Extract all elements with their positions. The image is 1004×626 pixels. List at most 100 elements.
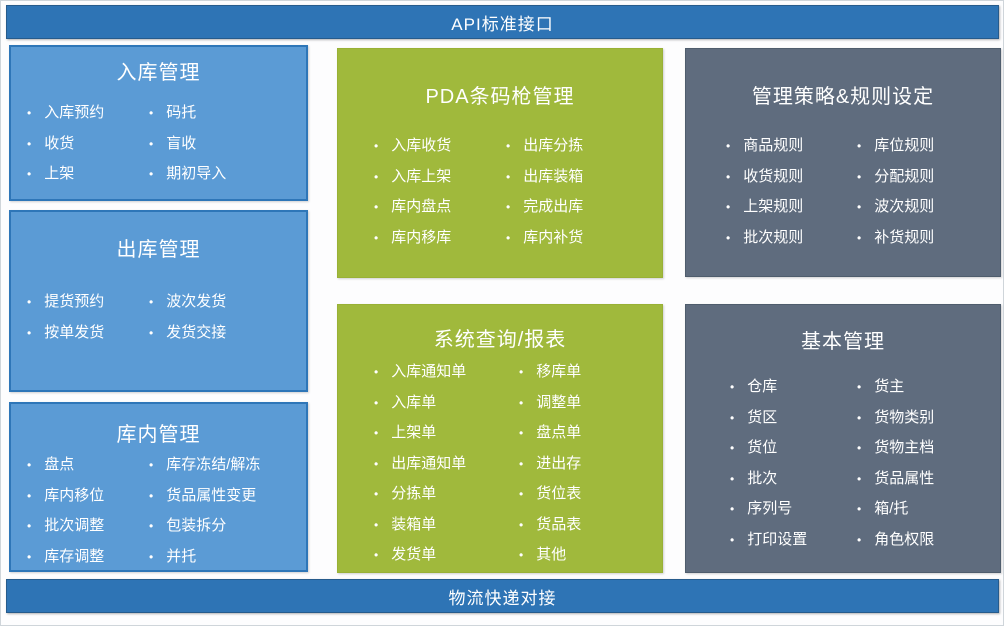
bullet-icon: • <box>149 488 154 503</box>
bullet-icon: • <box>27 519 32 533</box>
list-item: •打印设置 <box>730 525 857 556</box>
bullet-icon: • <box>519 517 524 532</box>
logistics-express-label: 物流快递对接 <box>448 588 557 608</box>
list-item: •货品表 <box>519 510 581 541</box>
bullet-icon: • <box>726 139 731 153</box>
bullet-icon: • <box>857 410 862 425</box>
list-item-label: 库内补货 <box>523 228 584 246</box>
list-item: •补货规则 <box>857 223 934 254</box>
list-item-label: 入库预约 <box>44 104 105 121</box>
list-item-label: 箱/托 <box>874 500 909 517</box>
list-item-label: 分配规则 <box>874 167 935 185</box>
list-item-label: 商品规则 <box>743 137 804 154</box>
list-item: •库内移位 <box>27 481 149 512</box>
bullet-icon: • <box>374 426 379 440</box>
bullet-icon: • <box>726 200 731 214</box>
list-item-label: 批次规则 <box>743 228 804 246</box>
bullet-icon: • <box>374 548 379 562</box>
list-item: •期初导入 <box>149 159 226 190</box>
bullet-list: •库存冻结/解冻•货品属性变更•包装拆分•并托 <box>149 450 260 572</box>
list-item-label: 序列号 <box>747 500 793 517</box>
list-item-label: 盘点 <box>44 456 75 473</box>
bullet-list: • 商品规则 • 收货规则 • 上架规则 • 批次规则 <box>726 131 857 253</box>
list-item-label: 上架规则 <box>743 198 804 215</box>
list-item-label: 货品属性 <box>874 469 935 487</box>
list-item-label: 调整单 <box>536 393 582 411</box>
bullet-icon: • <box>519 456 524 471</box>
list-item-label: 入库上架 <box>391 167 452 185</box>
box-title: 系统查询/报表 <box>433 329 567 351</box>
list-item-label: 补货规则 <box>874 228 935 246</box>
list-item-label: 期初导入 <box>166 165 227 182</box>
api-interface-bar: API标准接口 <box>6 5 999 39</box>
list-item-label: 入库单 <box>391 393 437 411</box>
list-item: • 入库通知单 <box>374 357 519 388</box>
bullet-list: •盘点•库内移位•批次调整•库存调整 <box>27 450 149 572</box>
list-item: • 发货单 <box>374 540 519 571</box>
box-title: 库内管理 <box>116 424 201 446</box>
bullet-columns: • 提货预约 • 按单发货 • 波次发货 •发货交接 <box>11 287 306 348</box>
bullet-icon: • <box>730 441 735 455</box>
bullet-list: •货主•货物类别•货物主档•货品属性•箱/托•角色权限 <box>857 372 934 555</box>
bullet-icon: • <box>506 139 511 153</box>
list-item-label: 库位规则 <box>874 137 935 154</box>
list-item: •库存调整 <box>27 542 149 573</box>
bullet-icon: • <box>726 230 731 245</box>
list-item: • 货位 <box>730 433 857 464</box>
list-item: •移库单 <box>519 357 581 388</box>
list-item-label: 收货规则 <box>743 167 804 185</box>
bullet-icon: • <box>27 549 32 564</box>
bullet-icon: • <box>374 487 379 501</box>
list-item-label: 库内盘点 <box>391 198 452 215</box>
logistics-express-bar: 物流快递对接 <box>6 579 999 613</box>
bullet-icon: • <box>149 325 154 340</box>
list-item-label: 发货单 <box>391 546 437 563</box>
bullet-icon: • <box>374 230 379 245</box>
box-title: 入库管理 <box>116 62 201 84</box>
list-item-label: 盲收 <box>166 134 197 152</box>
bullet-icon: • <box>374 365 379 379</box>
list-item: •盘点单 <box>519 418 581 449</box>
list-item: •入库收货 <box>374 131 506 162</box>
list-item-label: 货品属性变更 <box>166 486 257 504</box>
bullet-columns: •入库预约•收货•上架 •码托•盲收•期初导入 <box>11 98 306 190</box>
list-item: •角色权限 <box>857 525 934 556</box>
list-item: •完成出库 <box>506 192 583 223</box>
list-item-label: 进出存 <box>536 454 582 472</box>
bullet-icon: • <box>730 502 735 516</box>
bullet-icon: • <box>27 106 32 120</box>
box-title: 管理策略&规则设定 <box>751 86 935 108</box>
bullet-icon: • <box>149 458 154 472</box>
list-item: •波次规则 <box>857 192 934 223</box>
bullet-icon: • <box>27 488 32 503</box>
list-item-label: 波次发货 <box>166 293 227 310</box>
bullet-icon: • <box>726 169 731 184</box>
list-item: •其他 <box>519 540 581 571</box>
bullet-icon: • <box>374 456 379 471</box>
list-item-label: 包装拆分 <box>166 517 227 534</box>
bullet-icon: • <box>27 325 32 340</box>
list-item-label: 提货预约 <box>44 293 105 310</box>
list-item-label: 货位 <box>747 439 778 456</box>
box-title: PDA条码枪管理 <box>425 86 575 108</box>
list-item: •货位表 <box>519 479 581 510</box>
bullet-list: •入库通知单•入库单•上架单•出库通知单•分拣单•装箱单•发货单 <box>374 357 519 571</box>
bullet-icon: • <box>857 441 862 455</box>
bullet-icon: • <box>506 230 511 245</box>
bullet-icon: • <box>149 295 154 309</box>
list-item: • 上架规则 <box>726 192 857 223</box>
list-item-label: 按单发货 <box>44 323 105 341</box>
list-item: •入库单 <box>374 388 519 419</box>
list-item: •收货 <box>27 129 149 160</box>
list-item-label: 批次调整 <box>44 517 105 534</box>
list-item: •货物类别 <box>857 403 934 434</box>
list-item-label: 装箱单 <box>391 515 437 533</box>
bullet-icon: • <box>857 380 862 394</box>
list-item-label: 入库通知单 <box>391 363 467 380</box>
bullet-list: •码托•盲收•期初导入 <box>149 98 226 190</box>
list-item-label: 其他 <box>536 546 567 563</box>
list-item: •发货交接 <box>149 318 226 349</box>
list-item-label: 库存冻结/解冻 <box>166 456 261 473</box>
list-item-label: 收货 <box>44 134 75 152</box>
